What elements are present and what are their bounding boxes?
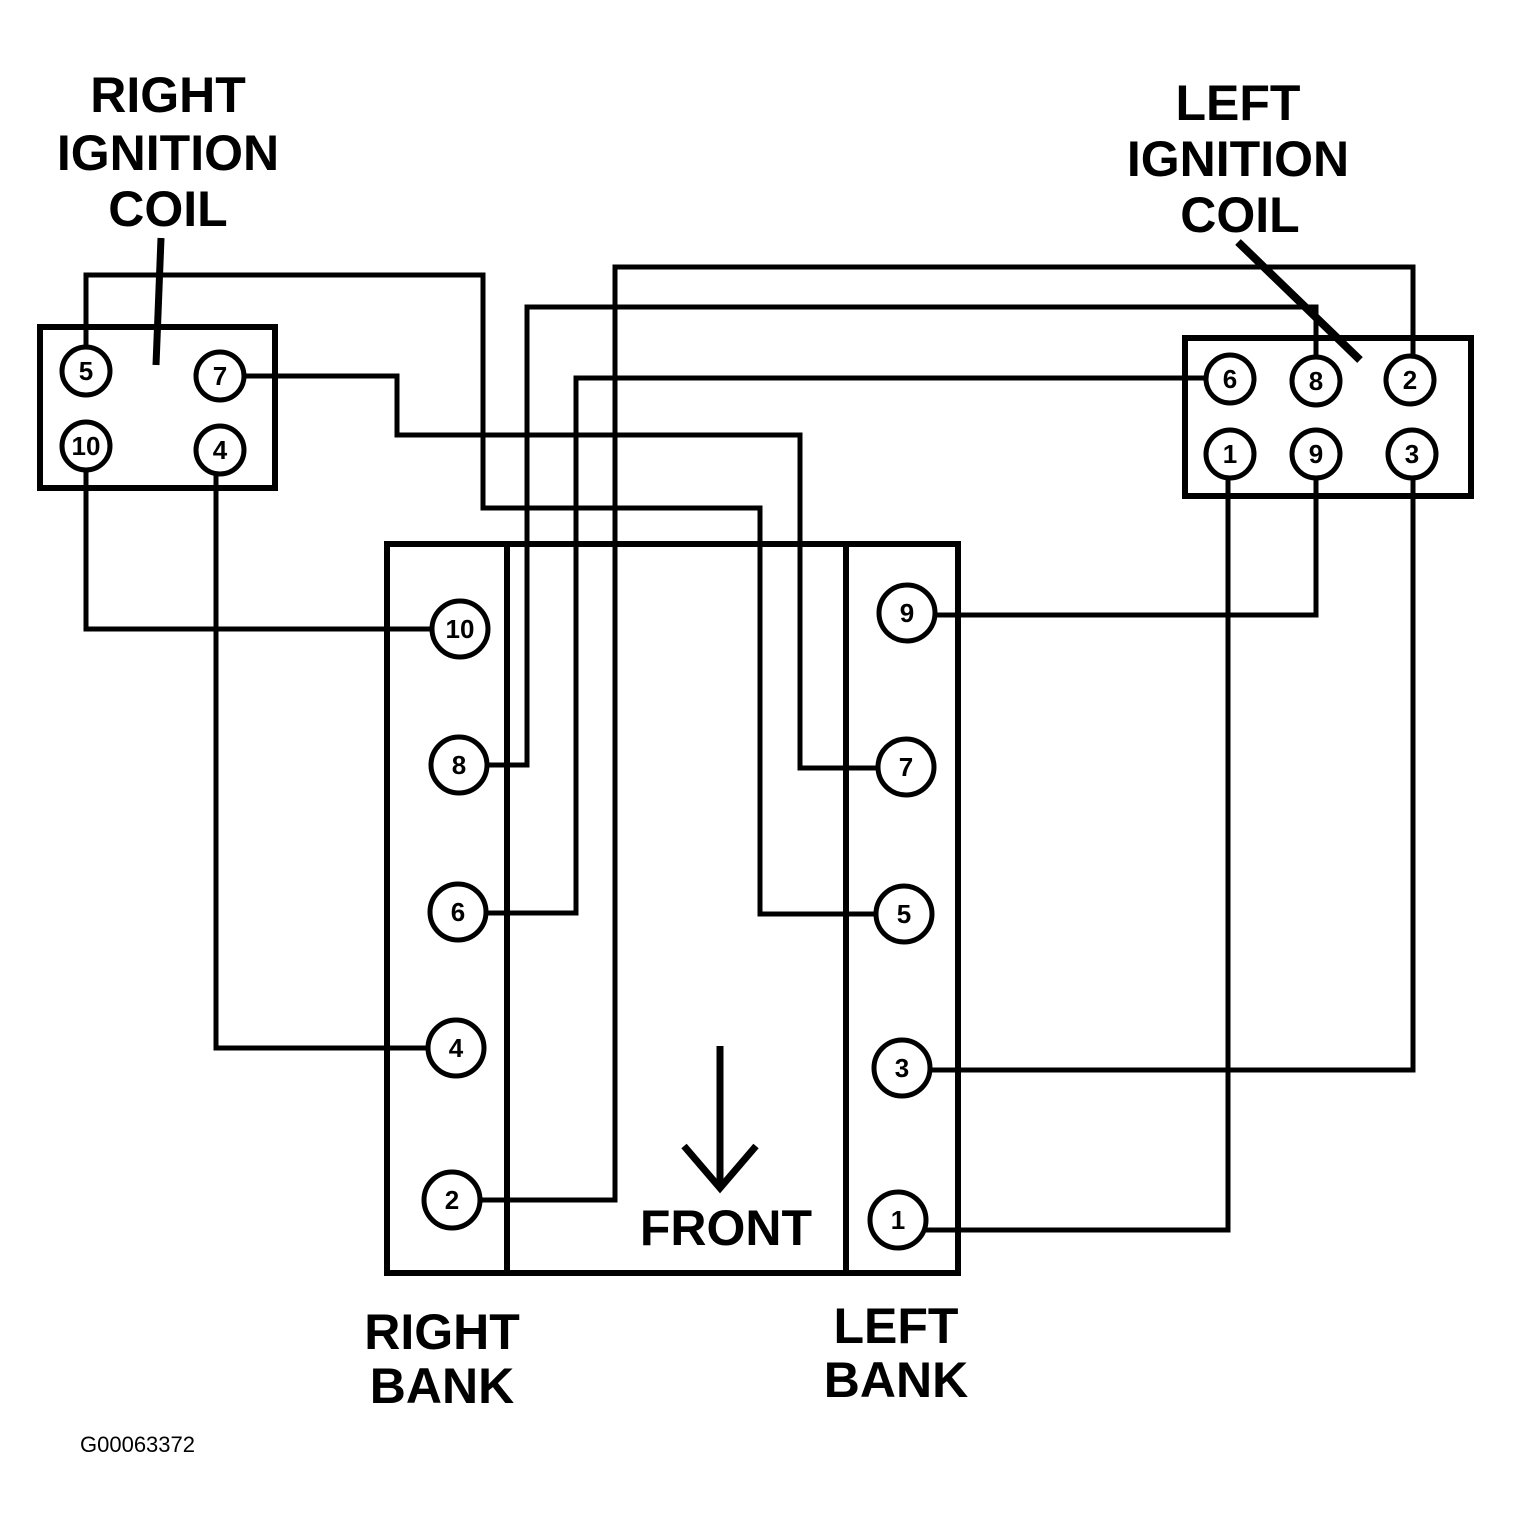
left-bank-cylinder-7-number: 7 (899, 752, 913, 782)
right-bank-cylinder-8-circle (428, 734, 490, 796)
left-bank-cylinder-7: 7 (875, 736, 937, 798)
left-coil-terminal-2: 2 (1383, 353, 1437, 407)
right-coil-terminal-4: 4 (193, 423, 247, 477)
wire-left-coil-9-to-cyl-9 (931, 478, 1319, 618)
right-coil-terminal-10-circle (59, 419, 113, 473)
right-bank-cylinder-10: 10 (429, 598, 491, 660)
left-bank-cylinder-9: 9 (876, 582, 938, 644)
wire-left-coil-6-to-cyl-6 (483, 375, 1208, 916)
wire-left-coil-2-to-cyl-2 (476, 264, 1416, 1203)
left-coil-terminal-6: 6 (1203, 352, 1257, 406)
left-coil-terminal-9: 9 (1289, 427, 1343, 481)
right-bank-cylinder-8: 8 (428, 734, 490, 796)
left-bank-cylinder-3-circle (871, 1037, 933, 1099)
left-bank-cylinder-5: 5 (873, 883, 935, 945)
right-bank-cylinder-2-circle (421, 1169, 483, 1231)
left-ignition-coil-pack (1182, 335, 1474, 499)
terminals: 5 7 10 4 6 8 2 1 9 3 10 8 6 4 2 9 7 5 3 1 (59, 344, 1439, 1251)
right-ignition-coil-pack (37, 324, 278, 491)
left-coil-terminal-8-number: 8 (1309, 366, 1323, 396)
left-bank-cylinder-9-number: 9 (900, 598, 914, 628)
right-ignition-coil-label: RIGHT IGNITION COIL (57, 67, 279, 237)
front-label: FRONT (640, 1200, 812, 1256)
right-coil-label-line3: COIL (108, 181, 227, 237)
right-coil-label-line2: IGNITION (57, 125, 279, 181)
right-coil-terminal-4-number: 4 (213, 435, 228, 465)
left-coil-terminal-6-circle (1203, 352, 1257, 406)
right-coil-label-line1: RIGHT (90, 67, 246, 123)
right-coil-leader-line (152, 237, 165, 366)
left-coil-terminal-2-circle (1383, 353, 1437, 407)
left-bank-cylinder-1-circle (867, 1189, 929, 1251)
left-coil-terminal-3: 3 (1385, 427, 1439, 481)
left-bank-cylinder-5-circle (873, 883, 935, 945)
engine-block (384, 541, 961, 1276)
left-coil-terminal-6-number: 6 (1223, 364, 1237, 394)
right-bank-cylinder-6-number: 6 (451, 897, 465, 927)
left-bank-cylinder-3-number: 3 (895, 1053, 909, 1083)
wire-right-coil-10-to-cyl-10 (83, 471, 432, 632)
front-arrow (681, 1046, 759, 1194)
spark-plug-wires (83, 264, 1416, 1233)
left-coil-terminal-9-circle (1289, 427, 1343, 481)
right-coil-terminal-10-number: 10 (72, 431, 101, 461)
wire-right-coil-4-to-cyl-4 (213, 471, 428, 1051)
right-coil-terminal-5-number: 5 (79, 356, 93, 386)
right-bank-cylinder-4-circle (425, 1017, 487, 1079)
right-bank-cylinder-6-circle (427, 881, 489, 943)
right-bank-cylinder-10-number: 10 (446, 614, 475, 644)
left-coil-terminal-1-circle (1203, 427, 1257, 481)
right-bank-label-line2: BANK (370, 1358, 514, 1414)
right-coil-terminal-7-number: 7 (213, 361, 227, 391)
right-coil-terminal-5-circle (59, 344, 113, 398)
left-coil-label-line3: COIL (1180, 187, 1299, 243)
left-coil-terminal-2-number: 2 (1403, 365, 1417, 395)
left-ignition-coil-label: LEFT IGNITION COIL (1127, 75, 1349, 243)
left-bank-label-line2: BANK (824, 1352, 968, 1408)
left-bank-cylinder-1-number: 1 (891, 1205, 905, 1235)
right-coil-terminal-7-circle (193, 349, 247, 403)
right-bank-cylinder-6: 6 (427, 881, 489, 943)
right-bank-cylinder-10-circle (429, 598, 491, 660)
left-coil-terminal-1: 1 (1203, 427, 1257, 481)
right-bank-cylinder-2: 2 (421, 1169, 483, 1231)
left-coil-leader-line (1235, 239, 1363, 363)
left-bank-label: LEFT BANK (824, 1298, 968, 1408)
right-bank-label-line1: RIGHT (364, 1304, 520, 1360)
right-bank-cylinder-2-number: 2 (445, 1185, 459, 1215)
left-bank-cylinder-7-circle (875, 736, 937, 798)
right-bank-label: RIGHT BANK (364, 1304, 520, 1414)
wire-left-coil-8-to-cyl-8 (483, 304, 1319, 768)
wire-left-coil-1-to-cyl-1 (926, 478, 1231, 1233)
left-coil-terminal-9-number: 9 (1309, 439, 1323, 469)
right-coil-terminal-4-circle (193, 423, 247, 477)
left-coil-terminal-3-number: 3 (1405, 439, 1419, 469)
wire-right-coil-5-to-cyl-5 (83, 272, 877, 917)
right-coil-terminal-10: 10 (59, 419, 113, 473)
left-coil-terminal-3-circle (1385, 427, 1439, 481)
right-bank-cylinder-8-number: 8 (452, 750, 466, 780)
right-coil-terminal-7: 7 (193, 349, 247, 403)
figure-code: G00063372 (80, 1432, 195, 1457)
left-bank-cylinder-3: 3 (871, 1037, 933, 1099)
left-bank-cylinder-9-circle (876, 582, 938, 644)
left-coil-label-line1: LEFT (1176, 75, 1301, 131)
right-coil-terminal-5: 5 (59, 344, 113, 398)
left-bank-label-line1: LEFT (834, 1298, 959, 1354)
wire-right-coil-7-to-cyl-7 (243, 373, 881, 771)
right-bank-cylinder-4: 4 (425, 1017, 487, 1079)
left-coil-terminal-1-number: 1 (1223, 439, 1237, 469)
left-bank-cylinder-5-number: 5 (897, 899, 911, 929)
left-coil-terminal-8-circle (1289, 354, 1343, 408)
wire-left-coil-3-to-cyl-3 (927, 478, 1416, 1073)
right-bank-cylinder-4-number: 4 (449, 1033, 464, 1063)
left-coil-terminal-8: 8 (1289, 354, 1343, 408)
left-bank-cylinder-1: 1 (867, 1189, 929, 1251)
engine-outline (384, 541, 961, 1276)
left-coil-label-line2: IGNITION (1127, 131, 1349, 187)
